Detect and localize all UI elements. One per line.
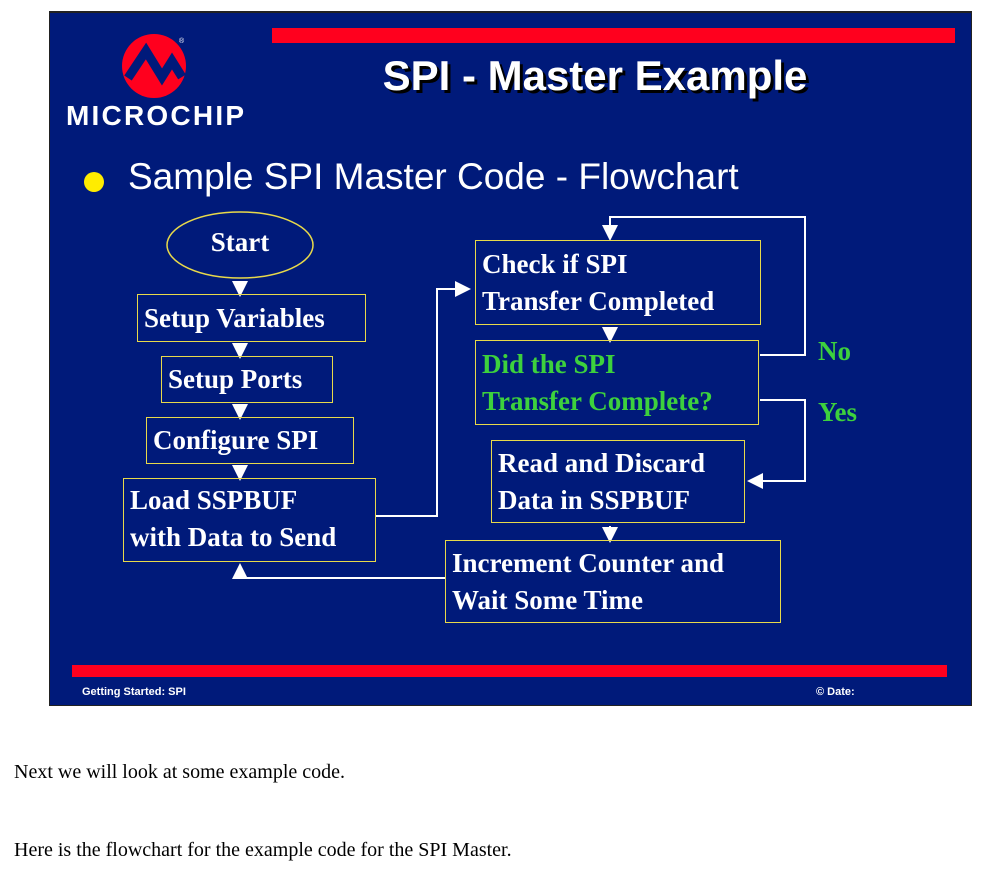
did-line1: Did the SPI (482, 349, 616, 379)
slide (49, 11, 972, 706)
paragraph: Here is the flowchart for the example co… (14, 839, 512, 861)
yes-label: Yes (818, 397, 857, 427)
no-label: No (818, 336, 851, 366)
check-line2: Transfer Completed (482, 286, 715, 316)
load-line1: Load SSPBUF (130, 485, 298, 515)
check-line1: Check if SPI (482, 249, 628, 279)
footer-left: Getting Started: SPI (82, 686, 186, 698)
start-node: Start (210, 227, 270, 257)
read-line2: Data in SSPBUF (498, 485, 691, 515)
configure-spi-box: Configure SPI (146, 417, 354, 464)
slide-title: SPI - Master Example (382, 52, 808, 99)
setup-ports-box: Setup Ports (161, 356, 333, 403)
read-line1: Read and Discard (498, 448, 706, 478)
inc-line1: Increment Counter and (452, 548, 725, 578)
slide-subtitle: Sample SPI Master Code - Flowchart (128, 156, 739, 197)
bottom-red-bar (72, 665, 947, 677)
bullet-icon (84, 172, 104, 192)
check-transfer-box: Check if SPI Transfer Completed (475, 240, 761, 325)
paragraph: Next we will look at some example code. (14, 761, 346, 783)
footer-right: © Date: (816, 686, 855, 698)
svg-text:MICROCHIP: MICROCHIP (66, 100, 244, 128)
setup-variables-box: Setup Variables (137, 294, 366, 342)
decision-box: Did the SPI Transfer Complete? (475, 340, 759, 425)
inc-line2: Wait Some Time (452, 585, 644, 615)
top-red-bar (272, 28, 955, 43)
did-line2: Transfer Complete? (482, 386, 713, 416)
svg-text:®: ® (179, 37, 185, 45)
load-sspbuf-box: Load SSPBUF with Data to Send (123, 478, 376, 562)
start-ellipse (166, 211, 314, 279)
load-line2: with Data to Send (130, 522, 337, 552)
microchip-logo: ® MICROCHIP (66, 33, 246, 128)
